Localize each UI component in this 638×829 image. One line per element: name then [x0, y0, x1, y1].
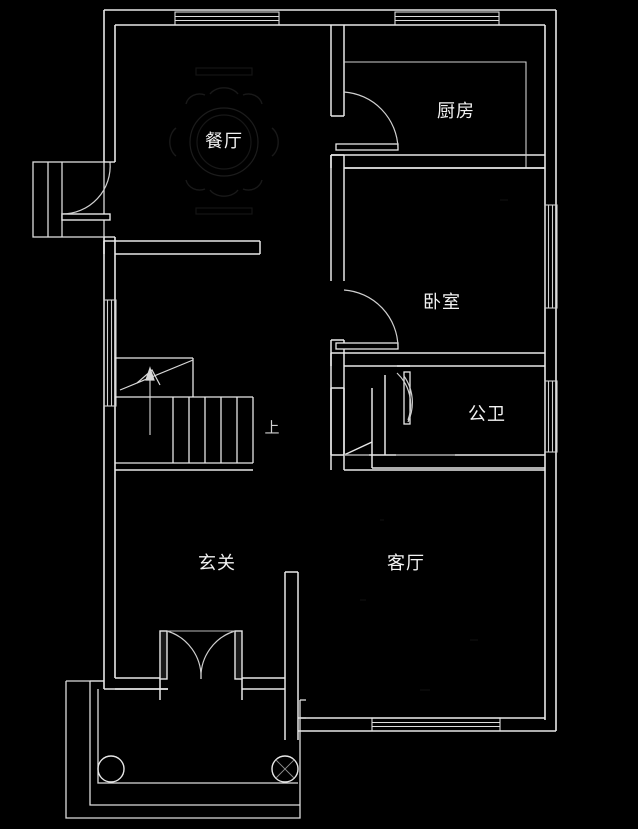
foyer-walls [115, 469, 545, 740]
bedroom-door[interactable] [335, 289, 399, 350]
window-top-left [174, 11, 280, 26]
window-right-bathroom [544, 380, 558, 453]
stair-direction-arrow [145, 366, 155, 435]
bathroom-door[interactable] [396, 371, 413, 425]
staircase [115, 357, 254, 464]
main-entry-double-door[interactable] [159, 630, 243, 680]
porch-column-right [271, 755, 299, 783]
porch-column-left [97, 755, 125, 783]
window-right-bedroom [544, 204, 558, 309]
window-top-right [394, 11, 500, 26]
round-dining-table-with-chairs [169, 67, 279, 215]
side-entry-door[interactable] [61, 161, 115, 238]
kitchen-counter [344, 61, 527, 168]
window-bottom-living [371, 717, 501, 732]
porch-structure [65, 680, 306, 819]
faint-floor-marks [360, 199, 508, 691]
dining-room-bottom-wall [103, 240, 261, 255]
kitchen-door[interactable] [335, 91, 399, 151]
window-left-stair [103, 299, 117, 407]
side-entry-recess [32, 161, 105, 238]
bedroom-walls [330, 167, 545, 367]
